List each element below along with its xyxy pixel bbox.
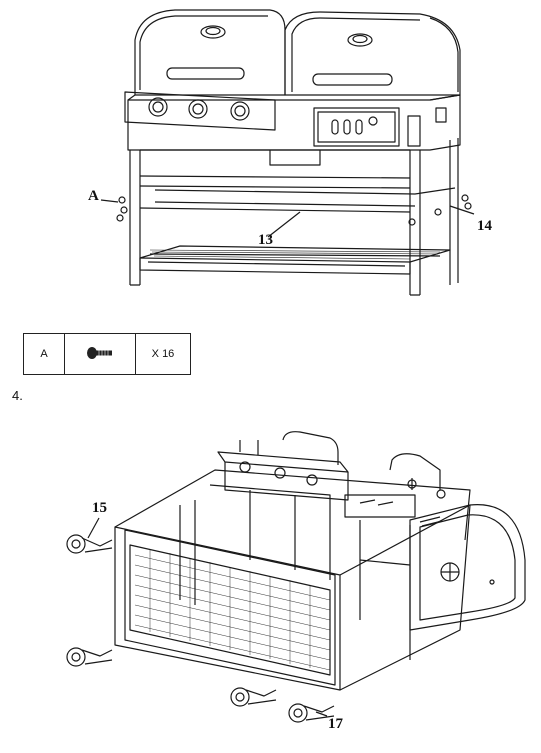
grill-top-view — [100, 9, 475, 296]
bolt-drawing — [87, 346, 112, 359]
step-number: 4. — [12, 388, 23, 403]
grill-inverted-view — [66, 431, 526, 723]
bolt-icon — [64, 333, 136, 375]
part-letter: A — [23, 333, 65, 375]
callout-15: 15 — [92, 500, 107, 516]
parts-table: A X 16 — [23, 333, 191, 375]
callout-a: A — [88, 188, 99, 204]
callout-14: 14 — [477, 218, 492, 234]
callout-17: 17 — [328, 716, 343, 732]
part-quantity: X 16 — [135, 333, 191, 375]
parts-row: A X 16 — [23, 333, 191, 375]
caster-wheels — [66, 534, 335, 723]
callout-13: 13 — [258, 232, 273, 248]
